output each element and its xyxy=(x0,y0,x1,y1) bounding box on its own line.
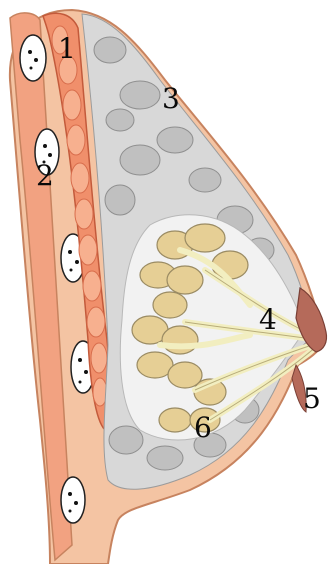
rib xyxy=(20,35,46,81)
label-4: 4 xyxy=(259,303,277,336)
label-3: 3 xyxy=(162,82,180,115)
label-1: 1 xyxy=(58,32,76,65)
rib xyxy=(61,477,85,523)
label-6: 6 xyxy=(194,411,212,444)
label-2: 2 xyxy=(36,159,54,192)
label-5: 5 xyxy=(303,382,321,415)
